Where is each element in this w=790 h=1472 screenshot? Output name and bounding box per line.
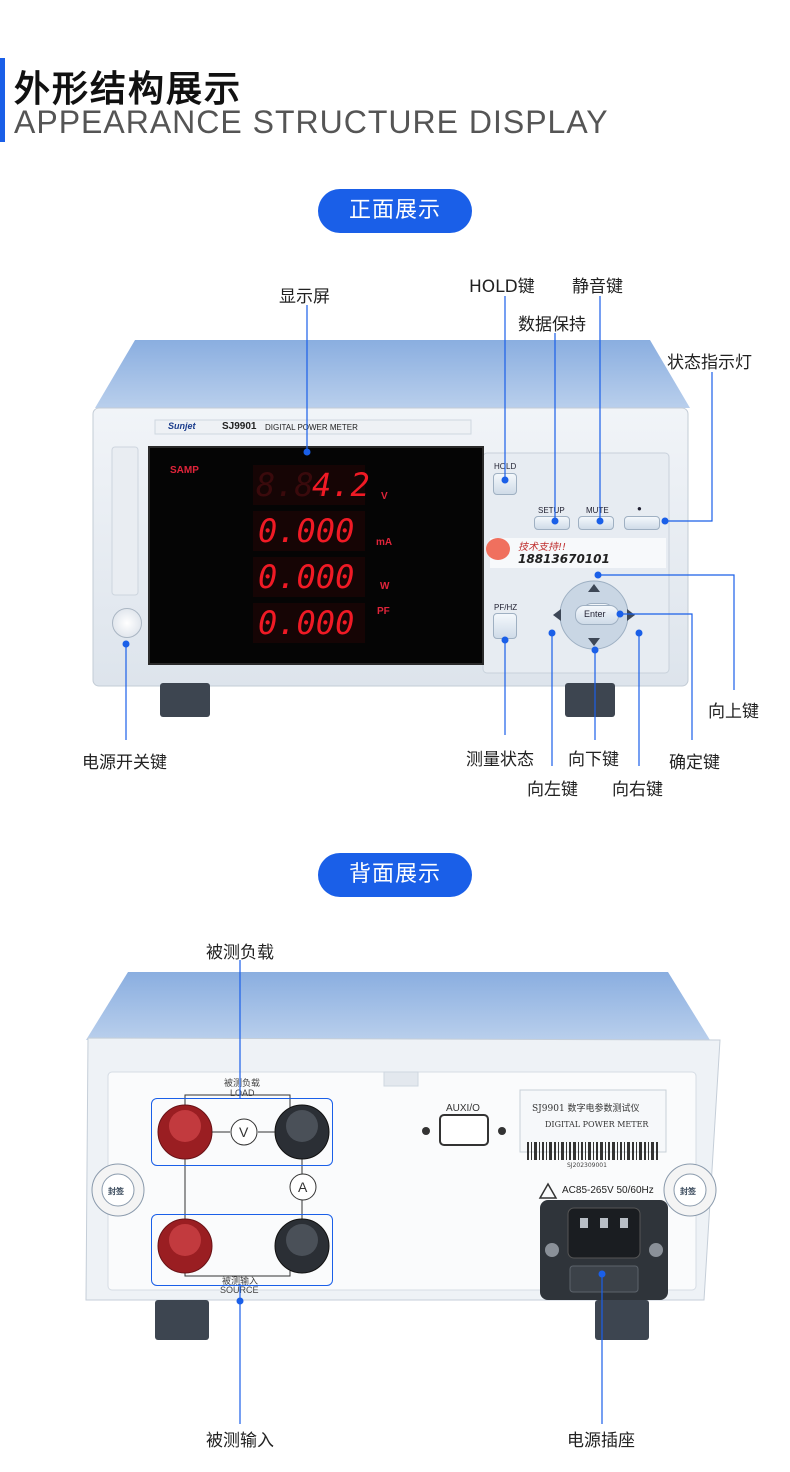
status-button[interactable]: [624, 516, 660, 530]
brand-logo: Sunjet: [168, 421, 196, 431]
left-arrow-icon: [553, 609, 561, 621]
power-button[interactable]: [112, 608, 142, 638]
unit-pf: PF: [377, 606, 390, 617]
digit-window-1: [253, 465, 365, 505]
callout-right-key: 向右键: [612, 780, 663, 800]
callout-hold: HOLD键: [469, 277, 535, 297]
source-label-cn: 被测输入: [222, 1277, 259, 1287]
right-arrow-icon: [627, 609, 635, 621]
mute-button[interactable]: [578, 516, 614, 530]
left-seal-text: 封签: [108, 1187, 124, 1196]
phone-icon: [486, 538, 510, 560]
reading-voltage: 4.2: [312, 466, 370, 504]
callout-left-key: 向左键: [527, 780, 578, 800]
setup-key-label: SETUP: [538, 506, 565, 515]
reading-power: 0.000: [258, 558, 355, 596]
rear-section-pill: 背面展示: [318, 853, 472, 897]
reading-pf: 0.000: [258, 604, 355, 642]
header-accent-bar: [0, 58, 5, 142]
unit-power: W: [380, 581, 390, 592]
rear-device-body: [85, 972, 721, 1340]
model-number: SJ9901: [222, 421, 257, 432]
front-callout-lines: [122, 296, 735, 766]
page-subtitle: APPEARANCE STRUCTURE DISPLAY: [14, 104, 609, 140]
digit-window-4: [253, 603, 365, 643]
support-label: 技术支持!!: [518, 542, 567, 553]
setup-button[interactable]: [534, 516, 570, 530]
load-label-en: LOAD: [230, 1088, 255, 1098]
nameplate-serial: SJ202309001: [567, 1162, 607, 1169]
callout-display: 显示屏: [279, 287, 330, 307]
down-arrow-icon: [588, 638, 600, 646]
callout-power: 电源开关键: [82, 753, 167, 773]
callout-load: 被测负载: [206, 943, 274, 963]
model-description: DIGITAL POWER METER: [265, 423, 358, 432]
enter-key-label: Enter: [584, 609, 606, 619]
reading-voltage-dim: 8.8.: [256, 466, 334, 504]
reading-current: 0.000: [258, 512, 355, 550]
nameplate-description: DIGITAL POWER METER: [545, 1120, 649, 1129]
pfhz-key-label: PF/HZ: [494, 603, 518, 612]
status-dot-label: ●: [637, 504, 642, 513]
digit-window-2: [253, 511, 365, 551]
aux-port-label: AUXI/O: [446, 1103, 480, 1114]
digit-window-3: [253, 557, 365, 597]
source-terminals-highlight: [151, 1214, 333, 1286]
callout-enter-key: 确定键: [669, 753, 720, 773]
load-label-cn: 被测负载: [224, 1079, 261, 1089]
callout-status-led: 状态指示灯: [667, 353, 752, 373]
unit-voltage: V: [381, 491, 388, 502]
mute-key-label: MUTE: [586, 506, 609, 515]
callout-down-key: 向下键: [568, 750, 619, 770]
up-arrow-icon: [588, 584, 600, 592]
display-mode: SAMP: [170, 465, 199, 476]
source-label-en: SOURCE: [220, 1285, 259, 1295]
right-seal-text: 封签: [680, 1187, 696, 1196]
ammeter-symbol: A: [298, 1179, 308, 1195]
support-phone: 18813670101: [518, 552, 610, 566]
front-section-pill: 正面展示: [318, 189, 472, 233]
page-title: 外形结构展示: [14, 69, 243, 110]
callout-mute: 静音键: [572, 277, 623, 297]
nameplate-title: SJ9901 数字电参数测试仪: [532, 1104, 640, 1114]
callout-measure-state: 测量状态: [466, 750, 534, 770]
unit-current: mA: [376, 537, 393, 548]
load-terminals-highlight: [151, 1098, 333, 1166]
rear-device: [0, 960, 790, 1380]
callout-up-key: 向上键: [708, 702, 759, 722]
callout-source: 被测输入: [206, 1431, 274, 1451]
callout-data-hold: 数据保持: [518, 315, 586, 335]
callout-power-socket: 电源插座: [567, 1431, 635, 1451]
power-rating: AC85-265V 50/60Hz: [562, 1185, 654, 1196]
voltmeter-symbol: V: [239, 1124, 249, 1140]
